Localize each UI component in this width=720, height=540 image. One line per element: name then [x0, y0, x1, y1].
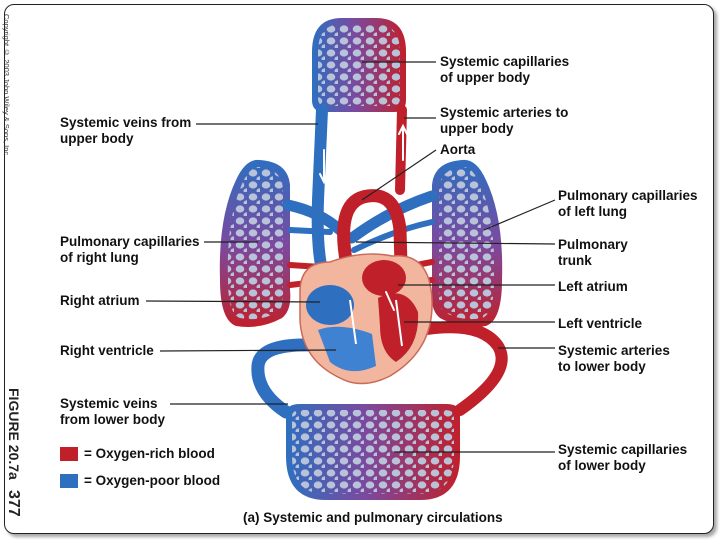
legend-oxygen-rich: = Oxygen-rich blood [60, 446, 215, 461]
lower-body-capillary-bed [286, 404, 460, 500]
figure-caption: (a) Systemic and pulmonary circulations [243, 510, 503, 525]
label-systemic-veins-upper: Systemic veins from upper body [60, 115, 192, 146]
label-systemic-veins-lower: Systemic veins from lower body [60, 396, 166, 427]
flow-arrows [265, 123, 488, 370]
legend-oxygen-rich-text: = Oxygen-rich blood [84, 446, 215, 461]
label-left-ventricle: Left ventricle [558, 316, 643, 331]
label-systemic-arteries-upper: Systemic arteries to upper body [440, 105, 569, 136]
label-systemic-capillaries-lower: Systemic capillaries of lower body [558, 442, 688, 473]
label-systemic-arteries-lower: Systemic arteries to lower body [558, 343, 670, 374]
legend-swatch-red [60, 446, 78, 461]
heart [299, 253, 433, 385]
label-aorta: Aorta [440, 142, 476, 157]
legend-oxygen-poor: = Oxygen-poor blood [60, 473, 220, 488]
legend-oxygen-poor-text: = Oxygen-poor blood [84, 473, 221, 488]
label-right-ventricle: Right ventricle [60, 343, 154, 358]
figure-label: FIGURE 20.7a [6, 388, 22, 480]
legend-swatch-blue [60, 473, 78, 488]
label-pulmonary-trunk: Pulmonary trunk [558, 237, 628, 268]
upper-body-capillary-bed [312, 18, 406, 112]
label-right-atrium: Right atrium [60, 293, 140, 308]
page-number: 377 [5, 490, 22, 517]
label-pulmonary-capillaries-right: Pulmonary capillaries of right lung [60, 234, 200, 265]
copyright-text: Copyright © 2003 John Wiley & Sons, Inc. [2, 14, 11, 158]
leader-lines [145, 61, 556, 453]
label-left-atrium: Left atrium [558, 279, 628, 294]
right-lung [219, 159, 291, 327]
label-pulmonary-capillaries-left: Pulmonary capillaries of left lung [558, 188, 698, 219]
label-systemic-capillaries-upper: Systemic capillaries of upper body [440, 54, 570, 85]
